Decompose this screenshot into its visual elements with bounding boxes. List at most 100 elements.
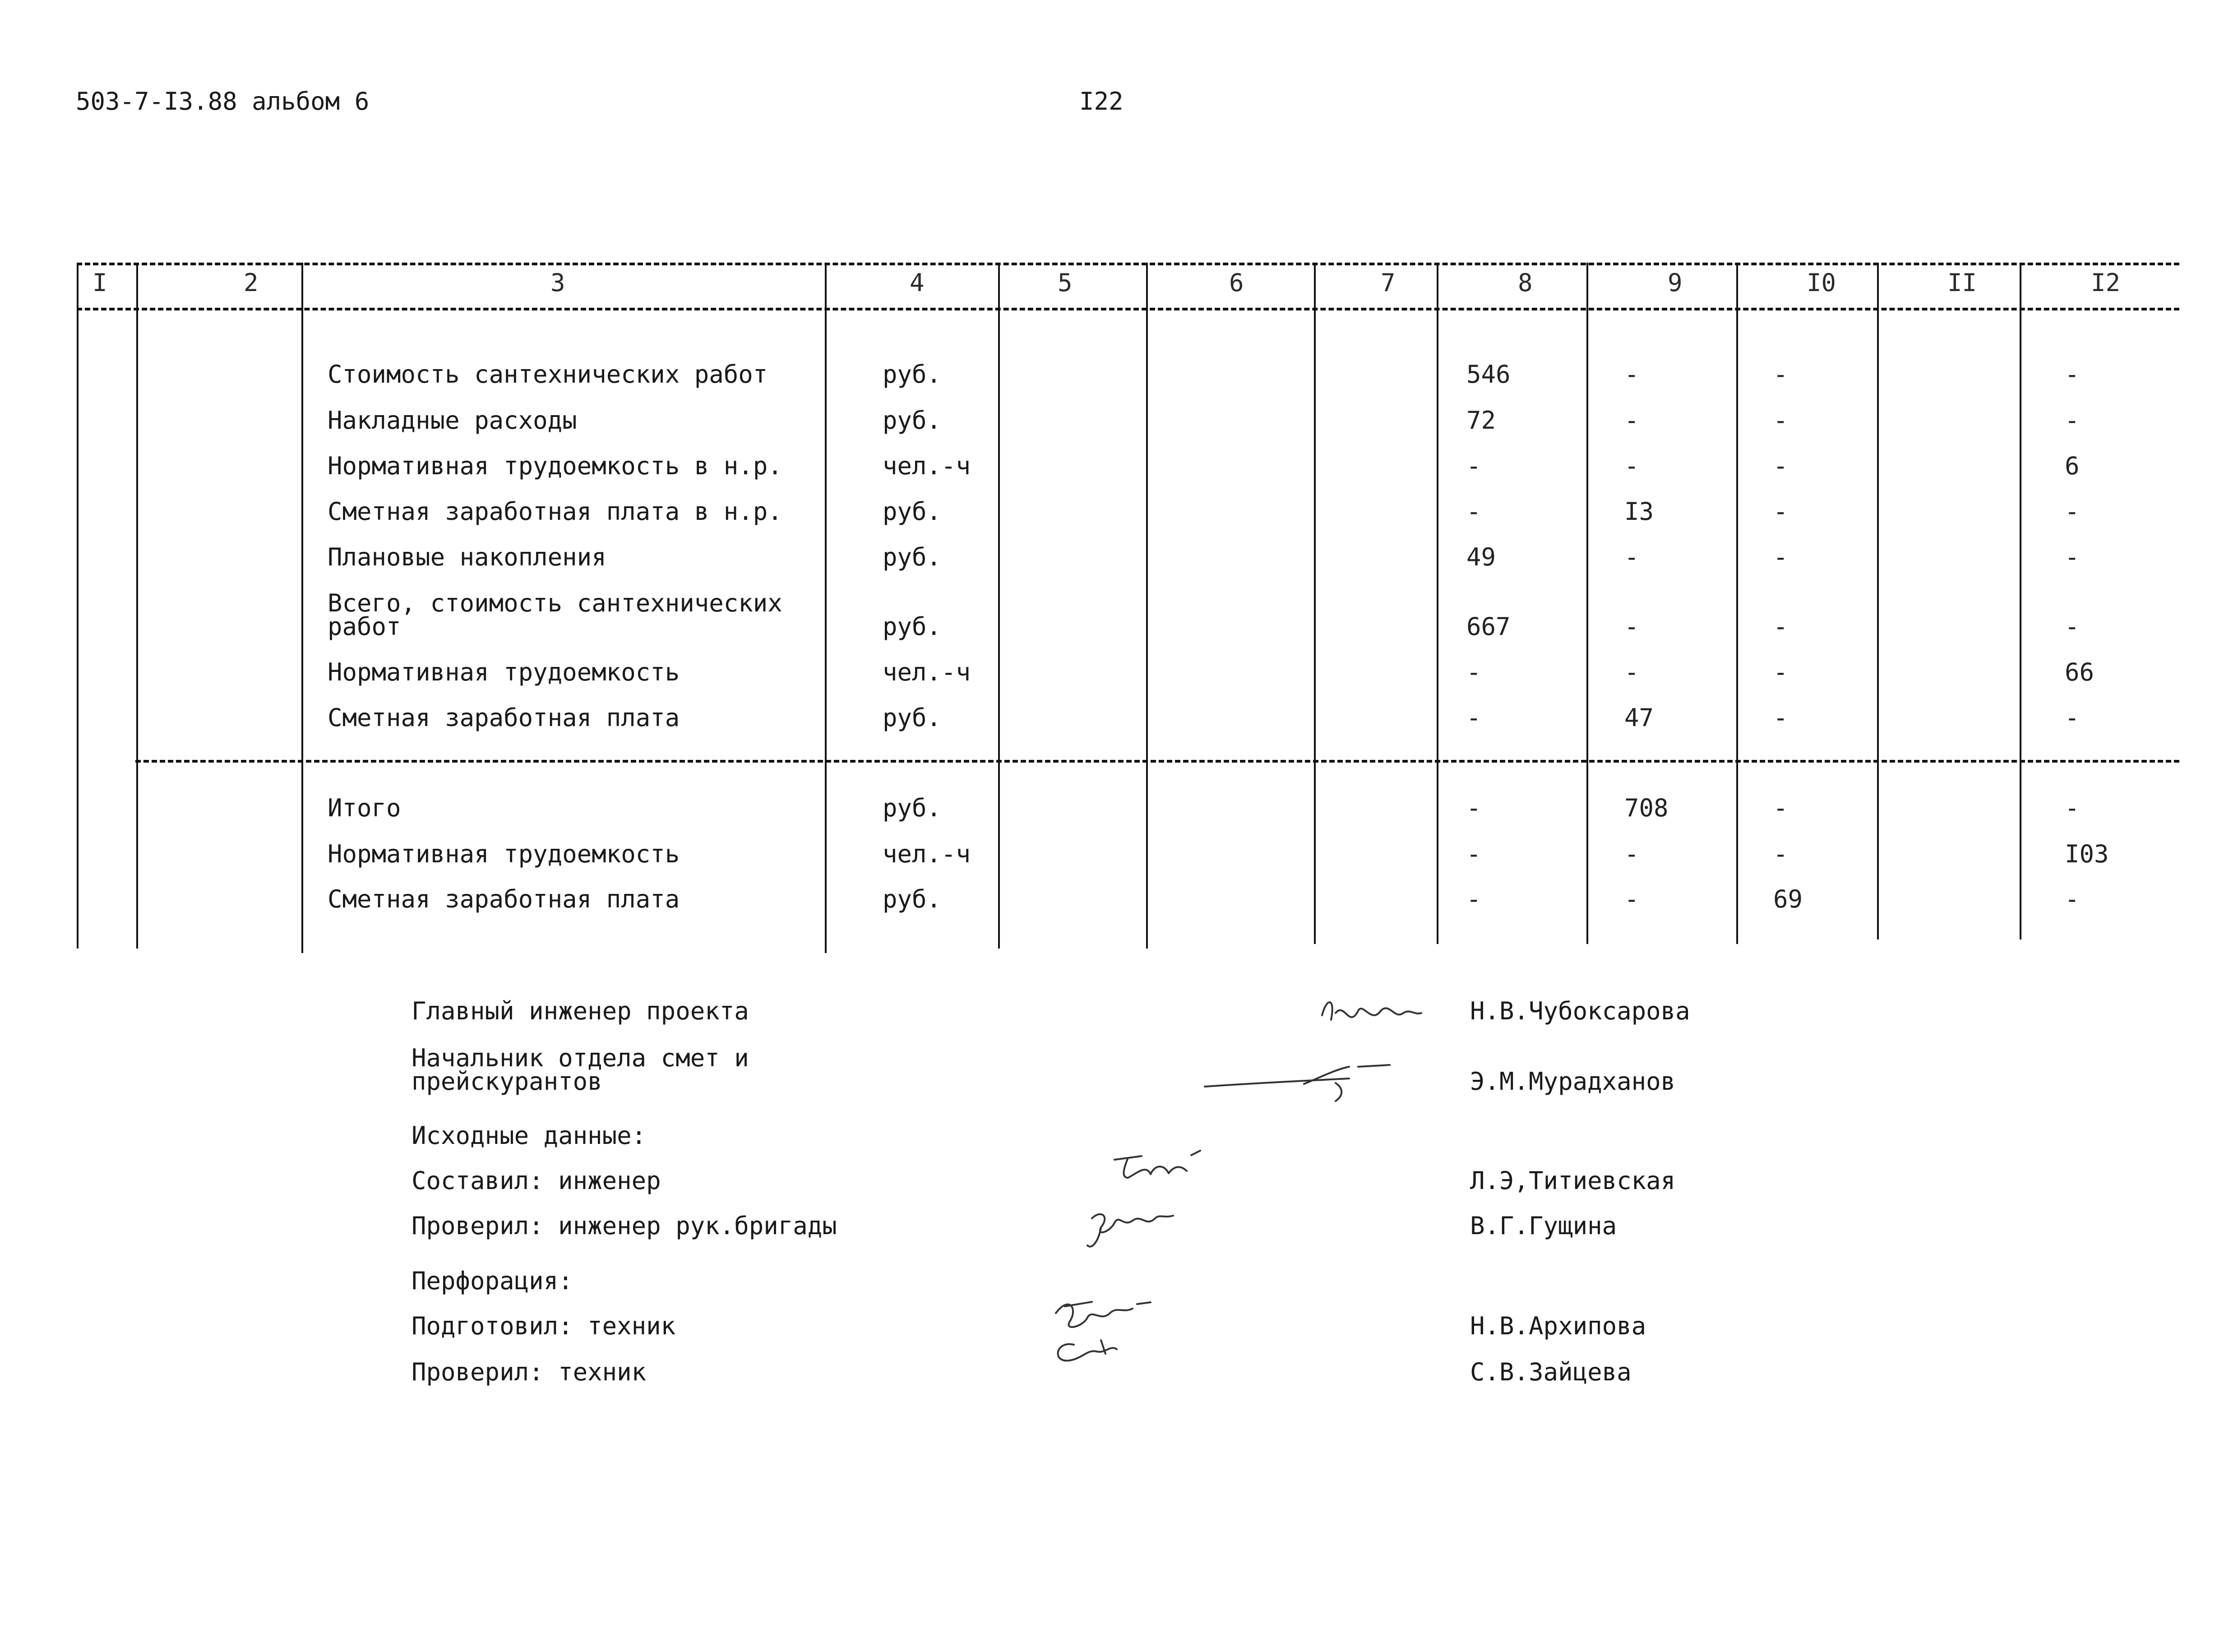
cell-col10: - [1773,360,1788,389]
row-unit: чел.-ч [883,658,971,686]
row-label: Сметная заработная плата в н.р. [328,497,782,526]
cell-col8: - [1466,794,1481,822]
row-label: Сметная заработная плата [328,703,680,732]
chief-engineer-title: Главный инженер проекта [412,997,749,1025]
source-data-label: Исходные данные: [412,1121,647,1150]
cell-col8: - [1466,497,1481,526]
prepared-label: Подготовил: техник [412,1312,676,1340]
cell-col10: - [1773,612,1788,641]
checked-label: Проверил: инженер рук.бригады [412,1212,837,1240]
cell-col10: - [1773,497,1788,526]
column-divider [1437,263,1438,944]
cell-col8: - [1466,840,1481,868]
chief-engineer-name: Н.В.Чубоксарова [1470,997,1690,1025]
row-label-line2: работ [328,612,401,641]
cell-col10: - [1773,452,1788,480]
row-unit: руб. [883,703,942,732]
cell-col8: - [1466,658,1481,686]
cell-col12: - [2065,612,2080,641]
row-label: Плановые накопления [328,543,606,571]
cell-col12: - [2065,497,2080,526]
signature-prepared-and-checked2 [1055,1301,1151,1362]
cell-col10: 69 [1773,885,1803,913]
table-subtotal-separator [135,760,2179,763]
cell-col9: - [1624,612,1639,641]
row-label: Итого [328,794,401,822]
column-divider [1586,263,1588,944]
signature-dept-head [1204,1064,1391,1102]
cell-col9: I3 [1624,497,1654,526]
checked2-name: С.В.Зайцева [1470,1358,1632,1386]
cell-col10: - [1773,840,1788,868]
row-label: Сметная заработная плата [328,885,680,913]
cell-col10: - [1773,543,1788,571]
compiled-label: Составил: инженер [412,1166,661,1195]
row-unit: руб. [883,612,942,641]
column-divider [136,263,138,949]
cell-col9: - [1624,452,1639,480]
cell-col10: - [1773,703,1788,732]
header-cell: 3 [550,268,565,297]
cell-col9: 708 [1624,794,1669,822]
row-label: Нормативная трудоемкость в н.р. [328,452,782,480]
cell-col10: - [1773,794,1788,822]
row-label-line1: Всего, стоимость сантехнических [328,589,782,617]
cell-col8: 49 [1466,543,1496,571]
header-cell: 7 [1381,268,1396,297]
row-label: Стоимость сантехнических работ [328,360,768,389]
cell-col9: - [1624,406,1639,435]
cell-col8: 72 [1466,406,1496,435]
cell-col12: - [2065,703,2080,732]
dept-head-title-line2: прейскурантов [412,1067,602,1096]
header-cell: 2 [244,268,259,297]
row-unit: руб. [883,794,942,822]
page-number: I22 [1079,87,1124,116]
header-cell: 4 [910,268,925,297]
header-cell: 6 [1229,268,1244,297]
cell-col8: - [1466,452,1481,480]
cell-col8: 546 [1466,360,1511,389]
cell-col9: - [1624,360,1639,389]
cell-col12: - [2065,885,2080,913]
signature-checked [1087,1213,1174,1248]
header-cell: 8 [1518,268,1533,297]
table-top-border [77,263,2179,265]
column-divider [301,263,303,953]
header-cell: I [92,268,107,297]
row-unit: руб. [883,406,942,435]
cell-col9: - [1624,658,1639,686]
column-divider [1877,263,1879,939]
cell-col12: I03 [2065,840,2109,868]
row-unit: руб. [883,885,942,913]
cell-col9: 47 [1624,703,1654,732]
cell-col10: - [1773,658,1788,686]
checked2-label: Проверил: техник [412,1358,647,1386]
row-unit: руб. [883,497,942,526]
column-divider [998,263,1000,949]
checked-name: В.Г.Гущина [1470,1212,1617,1240]
header-cell: 5 [1058,268,1073,297]
cell-col9: - [1624,840,1639,868]
header-cell: I0 [1807,268,1836,297]
cell-col12: - [2065,360,2080,389]
cell-col12: - [2065,406,2080,435]
row-unit: чел.-ч [883,840,971,868]
cell-col8: - [1466,885,1481,913]
cell-col12: - [2065,543,2080,571]
header-cell: II [1947,268,1977,297]
cell-col10: - [1773,406,1788,435]
column-divider [77,263,79,949]
header-cell: 9 [1668,268,1683,297]
column-divider [1146,263,1148,949]
dept-head-name: Э.М.Мурадханов [1470,1067,1676,1096]
signature-compiled [1114,1150,1201,1179]
row-unit: руб. [883,543,942,571]
perforation-label: Перфорация: [412,1267,573,1295]
prepared-name: Н.В.Архипова [1470,1312,1646,1340]
column-divider [1314,263,1316,944]
row-label: Накладные расходы [328,406,577,435]
signature-chief-engineer [1321,1001,1422,1021]
cell-col8: 667 [1466,612,1511,641]
row-label: Нормативная трудоемкость [328,840,680,868]
header-cell: I2 [2091,268,2121,297]
